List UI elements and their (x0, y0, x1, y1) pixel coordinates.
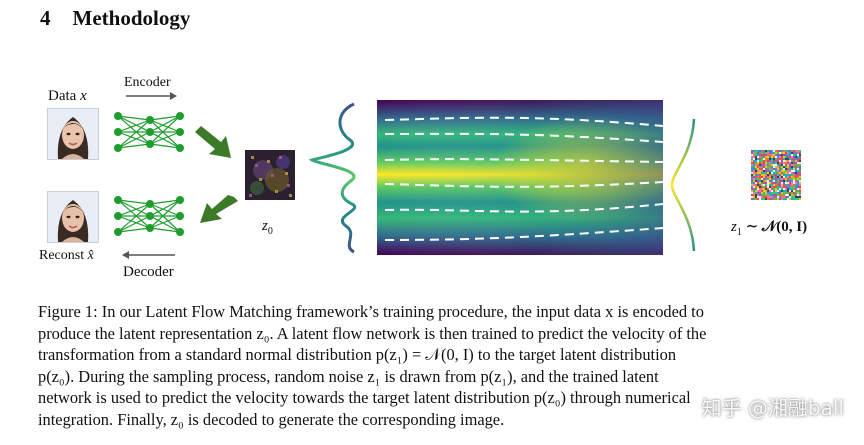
z1-label: z1 ∼ 𝒩(0, I) (731, 217, 807, 238)
latent-flow-heatmap (377, 100, 663, 255)
data-x-label: Data x (48, 88, 87, 105)
gaussian-curve (668, 115, 698, 255)
encoder-network-icon (112, 108, 188, 156)
decoder-label: Decoder (123, 264, 174, 281)
caption-line: produce the latent representation z₀. A … (38, 323, 838, 345)
caption-line: transformation from a standard normal di… (38, 344, 838, 366)
latent-z0-image (245, 150, 295, 200)
noise-z1-image (751, 150, 801, 200)
encoder-arrow-icon (124, 91, 178, 101)
encode-to-latent-arrow-icon (193, 126, 237, 162)
figure-1: Data x Encoder Decoder Reconst x̂ z0 z1 … (0, 0, 864, 300)
z0-label: z0 (262, 218, 273, 237)
reconst-label: Reconst x̂ (39, 248, 94, 264)
input-face-image (47, 108, 99, 160)
reconstructed-face-image (47, 191, 99, 243)
decoder-network-icon (112, 192, 188, 240)
decoder-arrow-icon (121, 250, 177, 260)
caption-line: Figure 1: In our Latent Flow Matching fr… (38, 301, 838, 323)
encoder-label: Encoder (124, 75, 171, 91)
latent-to-decode-arrow-icon (196, 195, 240, 231)
watermark-text: 知乎 @湘融ball (702, 392, 844, 421)
caption-line: p(z₀). During the sampling process, rand… (38, 366, 838, 388)
data-distribution-curve (306, 100, 366, 256)
